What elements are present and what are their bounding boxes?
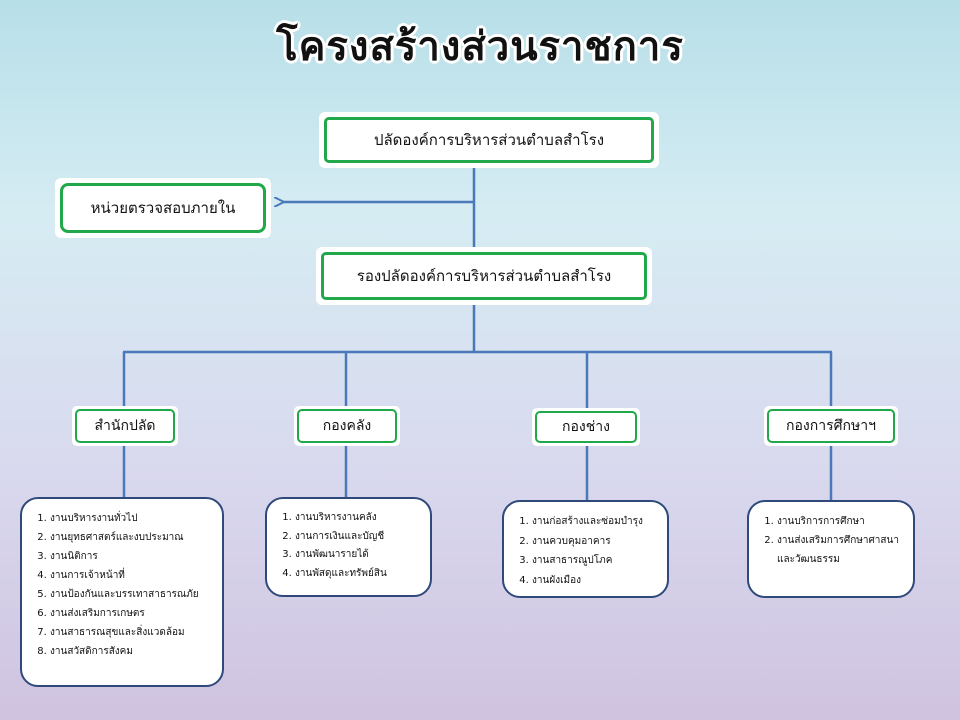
dept-label: กองช่าง bbox=[535, 411, 637, 443]
list-item: งานสวัสดิการสังคม bbox=[50, 642, 214, 661]
list-item: งานพัฒนารายได้ bbox=[295, 546, 422, 565]
audit-node: หน่วยตรวจสอบภายใน bbox=[55, 178, 271, 238]
dept-node-3: กองช่าง bbox=[532, 408, 640, 446]
chief-label: ปลัดองค์การบริหารส่วนตำบลสำโรง bbox=[324, 117, 654, 163]
audit-label: หน่วยตรวจสอบภายใน bbox=[60, 183, 266, 233]
list-item: งานควบคุมอาคาร bbox=[532, 532, 659, 552]
list-item: งานพัสดุและทรัพย์สิน bbox=[295, 565, 422, 584]
dept-node-4: กองการศึกษาฯ bbox=[764, 406, 898, 446]
dept-label: สำนักปลัด bbox=[75, 409, 175, 443]
list-item: งานบริการการศึกษา bbox=[777, 512, 905, 531]
list-item: งานบริหารงานคลัง bbox=[295, 509, 422, 528]
dept-node-1: สำนักปลัด bbox=[72, 406, 178, 446]
task-list-4: งานบริการการศึกษา งานส่งเสริมการศึกษาศาส… bbox=[747, 500, 915, 598]
list-item: งานป้องกันและบรรเทาสาธารณภัย bbox=[50, 585, 214, 604]
list-item: งานการเงินและบัญชี bbox=[295, 528, 422, 547]
dept-node-2: กองคลัง bbox=[294, 406, 400, 446]
list-item: งานผังเมือง bbox=[532, 571, 659, 591]
list-item: งานบริหารงานทั่วไป bbox=[50, 509, 214, 528]
deputy-node: รองปลัดองค์การบริหารส่วนตำบลสำโรง bbox=[316, 247, 652, 305]
chief-node: ปลัดองค์การบริหารส่วนตำบลสำโรง bbox=[319, 112, 659, 168]
list-item: งานส่งเสริมการเกษตร bbox=[50, 604, 214, 623]
list-item: งานส่งเสริมการศึกษาศาสนาและวัฒนธรรม bbox=[777, 531, 905, 569]
page-title: โครงสร้างส่วนราชการ bbox=[276, 24, 684, 70]
list-item: งานนิติการ bbox=[50, 547, 214, 566]
task-list-2: งานบริหารงานคลัง งานการเงินและบัญชี งานพ… bbox=[265, 497, 432, 597]
dept-label: กองคลัง bbox=[297, 409, 397, 443]
task-list-3: งานก่อสร้างและซ่อมบำรุง งานควบคุมอาคาร ง… bbox=[502, 500, 669, 598]
list-item: งานยุทธศาสตร์และงบประมาณ bbox=[50, 528, 214, 547]
list-item: งานสาธารณสุขและสิ่งแวดล้อม bbox=[50, 623, 214, 642]
list-item: งานสาธารณูปโภค bbox=[532, 551, 659, 571]
dept-label: กองการศึกษาฯ bbox=[767, 409, 895, 443]
list-item: งานก่อสร้างและซ่อมบำรุง bbox=[532, 512, 659, 532]
list-item: งานการเจ้าหน้าที่ bbox=[50, 566, 214, 585]
task-list-1: งานบริหารงานทั่วไป งานยุทธศาสตร์และงบประ… bbox=[20, 497, 224, 687]
deputy-label: รองปลัดองค์การบริหารส่วนตำบลสำโรง bbox=[321, 252, 647, 300]
